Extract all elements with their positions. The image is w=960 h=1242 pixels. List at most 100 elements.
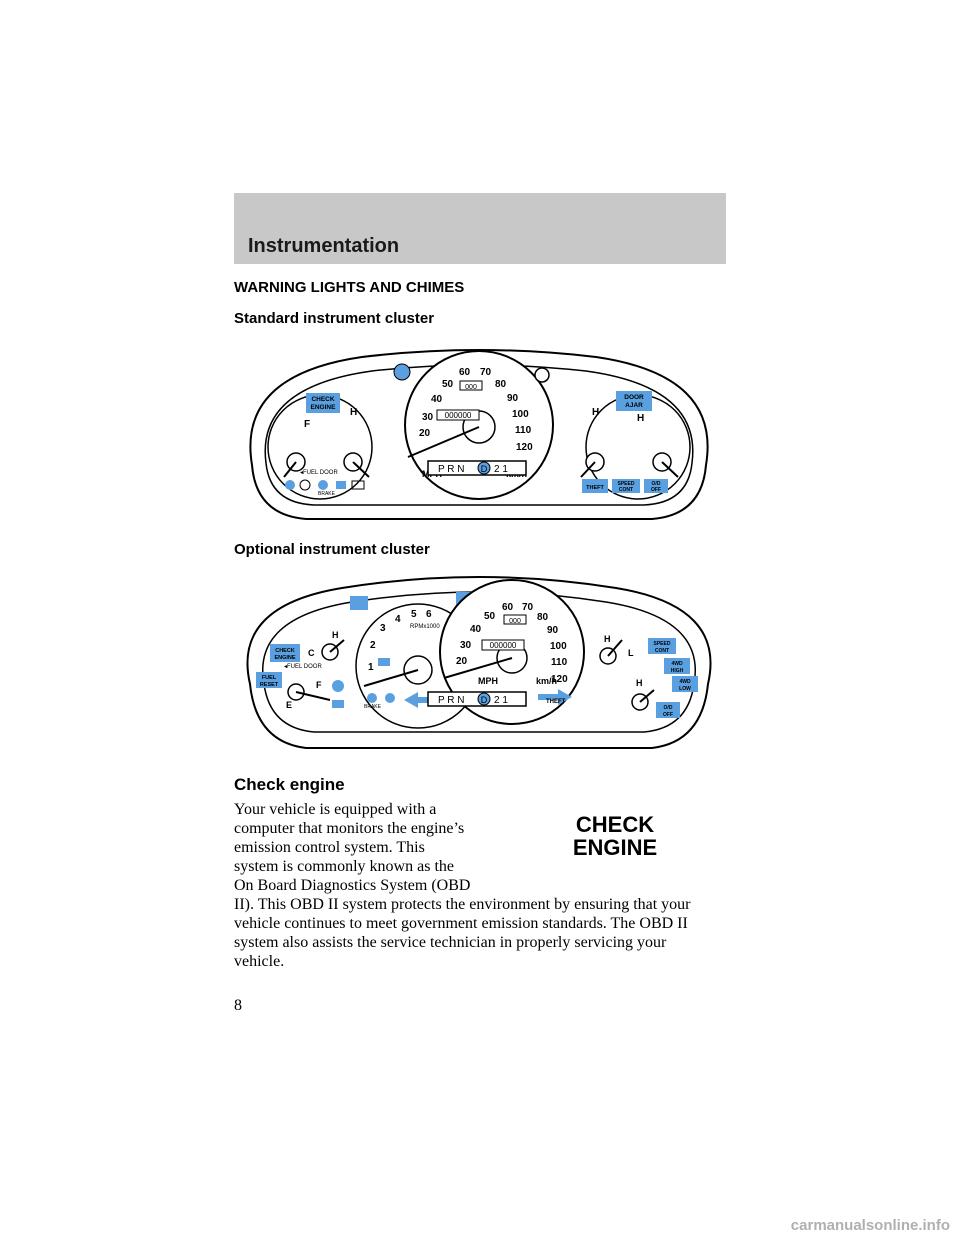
paragraph-line: system is commonly known as the [234,858,454,875]
svg-text:30: 30 [460,640,472,651]
temp-hot-label: H [350,407,357,418]
svg-text:120: 120 [551,674,568,685]
fuel-full-label-optional: F [316,680,322,690]
oil-high-label: H [592,407,599,418]
4wd-high-indicator: 4WD HIGH [664,658,690,674]
paragraph-line: II). This OBD II system protects the env… [234,896,691,913]
oil-high-label-optional: H [604,634,611,644]
svg-text:80: 80 [537,612,549,623]
odometer-readout: 000000 [445,411,472,420]
rpm-label: RPMx1000 [410,624,440,630]
svg-text:O/D: O/D [652,481,661,487]
svg-text:OFF: OFF [651,487,661,493]
battery-warning-icon [378,658,390,666]
svg-text:40: 40 [431,394,443,405]
headlamp-indicator-icon [332,700,344,708]
warning-icons-left [285,479,365,491]
svg-text:5: 5 [411,609,417,620]
fuel-full-label: F [304,419,310,430]
brake-label-optional: BRAKE [364,704,382,710]
svg-text:HIGH: HIGH [671,668,684,674]
svg-text:50: 50 [442,379,454,390]
standard-cluster-heading: Standard instrument cluster [234,310,435,327]
paragraph-line: vehicle continues to meet government emi… [234,915,688,932]
svg-text:DOOR: DOOR [624,394,644,401]
gear-d-label: D [481,464,488,474]
prnd-label: P R N [438,464,465,475]
turn-right-arrow-icon [538,689,572,705]
svg-text:120: 120 [516,442,533,453]
svg-text:4WD: 4WD [671,661,683,667]
svg-text:70: 70 [522,602,534,613]
svg-text:CHECK: CHECK [311,396,334,403]
paragraph-line: On Board Diagnostics System (OBD [234,877,471,894]
trip-readout: 000 [465,384,477,391]
paragraph-line: computer that monitors the engine’s [234,820,465,837]
check-engine-indicator: CHECK ENGINE [306,393,340,413]
door-ajar-indicator: DOOR AJAR [616,391,652,411]
paragraph-line: emission control system. This [234,839,425,856]
odometer-readout-optional: 000000 [490,641,517,650]
svg-text:70: 70 [480,367,492,378]
svg-text:110: 110 [551,657,568,668]
optional-cluster-heading: Optional instrument cluster [234,541,430,558]
theft-label-optional: THEFT [546,699,566,705]
paragraph-line: vehicle. [234,953,285,970]
brake-warning-icon [332,680,344,692]
svg-text:6: 6 [426,609,432,620]
svg-text:THEFT: THEFT [586,485,604,491]
svg-text:60: 60 [502,602,514,613]
check-engine-symbol: CHECK ENGINE [560,813,670,859]
svg-text:AJAR: AJAR [625,402,643,409]
od-off-indicator: O/D OFF [644,479,668,493]
svg-text:ENGINE: ENGINE [274,655,295,661]
brake-label: BRAKE [318,491,336,497]
kmh-label-optional: km/h [536,676,557,686]
gears-21-label-optional: 2 1 [494,695,508,706]
speed-tick-labels-optional: 20 30 40 50 60 70 80 90 100 110 120 [456,602,568,685]
svg-text:RESET: RESET [260,682,279,688]
section-header-bar: Instrumentation [234,193,726,264]
svg-text:110: 110 [515,425,532,436]
speed-tick-labels: 20 30 40 50 60 70 80 90 100 110 120 [419,367,533,453]
turn-left-arrow-icon [404,692,438,708]
reset-knob-icon [534,367,550,383]
mph-label-optional: MPH [478,676,498,686]
check-engine-indicator-optional: CHECK ENGINE [270,644,300,662]
fuel-door-label-optional: ◂FUEL DOOR [284,664,322,670]
svg-text:60: 60 [459,367,471,378]
svg-text:2: 2 [370,640,376,651]
gears-21-label: 2 1 [494,464,508,475]
check-engine-line2: ENGINE [572,835,658,860]
standard-cluster-illustration: CHECK ENGINE F H ◂FUEL DOOR BRAKE MPH km… [249,349,709,520]
svg-text:4WD: 4WD [679,679,691,685]
rpm-tick-labels: 1 2 3 4 5 6 [368,609,432,673]
fuel-reset-indicator: FUEL RESET [256,672,282,688]
speed-control-indicator: SPEED CONT [612,479,640,493]
od-off-indicator-optional: O/D OFF [656,702,680,718]
watermark: carmanualsonline.info [790,1217,950,1234]
speed-control-indicator-optional: SPEED CONT [648,638,676,654]
svg-text:90: 90 [547,625,559,636]
check-engine-line1: CHECK [575,812,655,837]
svg-text:OFF: OFF [663,712,673,718]
page-heading: WARNING LIGHTS AND CHIMES [234,279,465,296]
svg-text:30: 30 [422,412,434,423]
svg-text:SPEED: SPEED [618,481,635,487]
svg-text:100: 100 [550,641,567,652]
section-title: Instrumentation [248,235,400,257]
fuel-door-label: ◂FUEL DOOR [300,470,338,476]
gear-d-label-optional: D [481,695,488,705]
temp-hot-label-optional: H [332,630,339,640]
svg-text:CHECK: CHECK [275,648,295,654]
check-engine-paragraph: Your vehicle is equipped with a computer… [234,800,734,971]
svg-text:90: 90 [507,393,519,404]
paragraph-line: Your vehicle is equipped with a [234,801,437,818]
theft-indicator: THEFT [582,479,608,493]
svg-text:SPEED: SPEED [654,641,671,647]
svg-text:3: 3 [380,623,386,634]
svg-text:CONT: CONT [655,648,669,654]
svg-text:FUEL: FUEL [262,675,277,681]
oil-low-label: L [628,648,634,658]
svg-text:1: 1 [368,662,374,673]
